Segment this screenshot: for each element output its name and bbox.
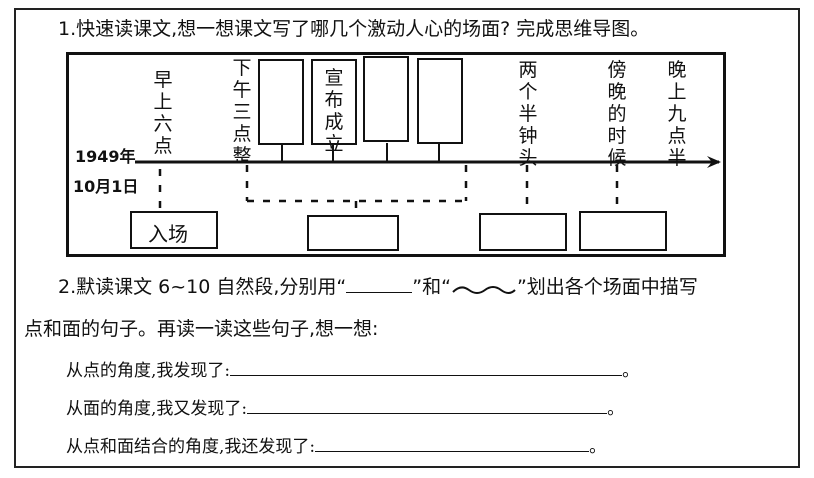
wavy-line-mark [452,285,516,294]
straight-line-mark [346,276,413,293]
answer-face-blank[interactable] [247,397,608,414]
scene-box-center[interactable] [307,215,399,251]
timeline-lines [135,143,721,215]
scene-box-entry: 入场 [130,211,218,249]
scene-box-1[interactable] [258,59,304,145]
question-2-line-1: 2.默读课文 6~10 自然段,分别用“”和“”划出各个场面中描写 [58,276,698,298]
scene-box-proclaim: 宣布成立 [311,59,357,155]
answer-combined-row: 从点和面结合的角度,我还发现了:。 [66,435,607,457]
event-two-and-half-hours: 两个半钟头 [518,59,538,169]
answer-combined-blank[interactable] [315,435,590,452]
event-nine-thirty: 晚上九点半 [667,59,687,169]
date-day: 10月1日 [73,177,139,196]
date-year: 1949年 [75,147,136,166]
mind-map: 1949年 10月1日 早上六点 下午三点整 宣布成立 两个半钟头 傍晚的时候 … [66,52,726,257]
question-1-text: 1.快速读课文,想一想课文写了哪几个激动人心的场面? 完成思维导图。 [58,18,650,40]
scene-box-4[interactable] [417,58,463,144]
scene-box-3[interactable] [363,56,409,142]
scene-box-parade[interactable] [479,213,567,251]
answer-point-row: 从点的角度,我发现了:。 [66,359,640,381]
event-morning-six: 早上六点 [153,69,173,157]
worksheet-frame [14,8,800,468]
answer-face-row: 从面的角度,我又发现了:。 [66,397,625,419]
answer-point-blank[interactable] [230,359,623,376]
scene-box-evening[interactable] [579,211,667,251]
event-evening: 傍晚的时候 [607,59,627,169]
question-2-line-2: 点和面的句子。再读一读这些句子,想一想: [24,318,379,340]
event-proclaim: 宣布成立 [324,67,344,155]
scene-entry-label: 入场 [148,222,188,246]
event-afternoon-three: 下午三点整 [232,57,252,167]
